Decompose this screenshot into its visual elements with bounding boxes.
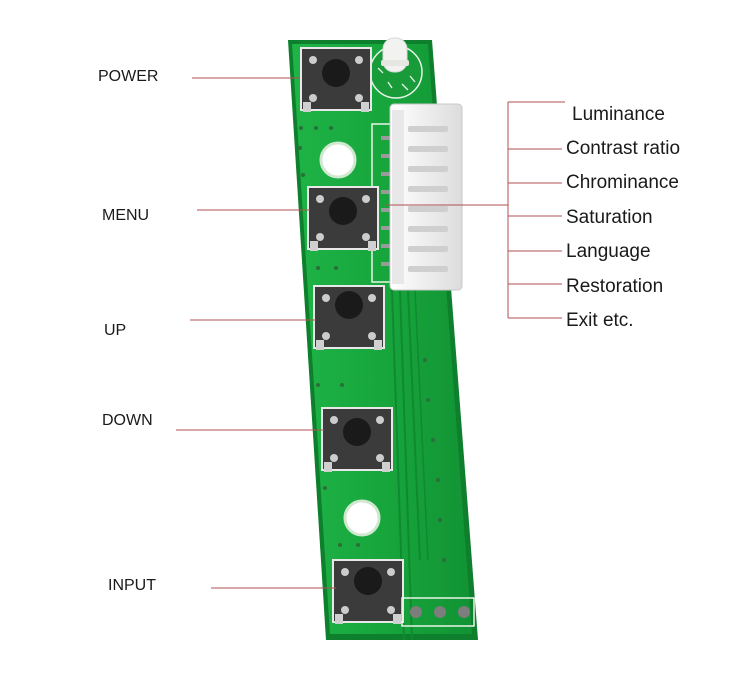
up-tactile-switch xyxy=(313,285,385,350)
menu-functions-bracket xyxy=(386,101,565,319)
menu-tactile-switch xyxy=(307,186,379,251)
contrast-ratio-label: Contrast ratio xyxy=(566,138,681,159)
down-tactile-switch xyxy=(321,407,393,472)
exit-label: Exit etc. xyxy=(566,310,634,331)
input-tactile-switch xyxy=(332,559,404,624)
chrominance-label: Chrominance xyxy=(566,172,679,193)
menu-label: MENU xyxy=(102,207,150,224)
connector-header xyxy=(371,103,463,291)
down-label: DOWN xyxy=(102,412,153,429)
up-label: UP xyxy=(104,322,127,339)
luminance-label: Luminance xyxy=(572,104,665,125)
power-tactile-switch xyxy=(300,47,372,112)
saturation-label: Saturation xyxy=(566,207,653,228)
restoration-label: Restoration xyxy=(566,276,664,297)
power-label: POWER xyxy=(98,68,159,85)
input-label: INPUT xyxy=(108,577,156,594)
language-label: Language xyxy=(566,241,651,262)
three-pin-header xyxy=(401,597,475,627)
button-leader-lines xyxy=(176,77,336,589)
